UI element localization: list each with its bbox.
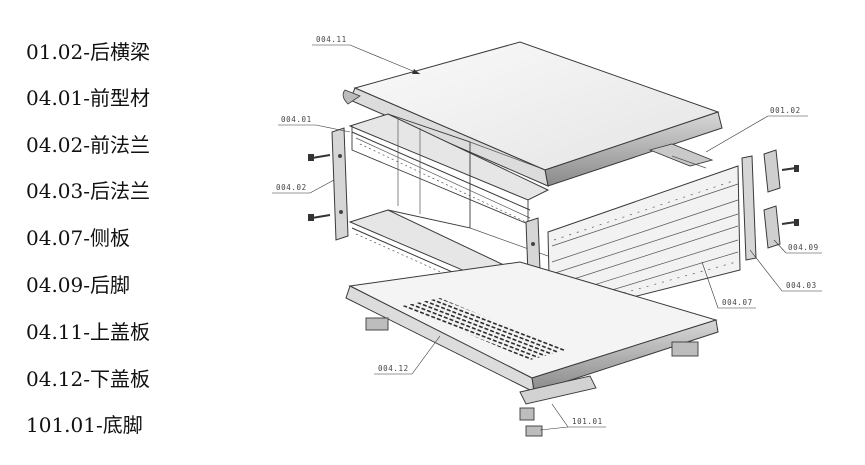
legend-item-side-panel: 04.07-侧板	[26, 226, 131, 250]
legend-item-rear-beam: 01.02-后横梁	[26, 40, 151, 64]
callout-label-bottom-cover: 004.12	[378, 364, 409, 373]
legend-item-front-profile: 04.01-前型材	[26, 86, 151, 110]
parts-legend: 01.02-后横梁 04.01-前型材 04.02-前法兰 04.03-后法兰 …	[26, 0, 256, 465]
callout-front-profile: 004.01	[278, 115, 351, 133]
callout-base-foot: 101.01	[539, 403, 606, 431]
legend-item-bottom-cover: 04.12-下盖板	[26, 367, 151, 391]
callout-rear-flange: 004.03	[749, 249, 822, 292]
front-flange-left	[331, 127, 349, 241]
callout-label-top-cover: 004.11	[316, 35, 347, 44]
legend-item-front-flange: 04.02-前法兰	[26, 133, 151, 157]
legend-item-top-cover: 04.11-上盖板	[26, 320, 151, 344]
rear-flange	[741, 155, 757, 261]
callout-bottom-cover: 004.12	[374, 335, 441, 375]
callout-front-flange: 004.02	[272, 179, 335, 194]
callout-label-rear-foot: 004.09	[788, 243, 819, 252]
bottom-cover	[345, 261, 719, 393]
rear-beam	[648, 143, 714, 169]
callout-label-side-panel: 004.07	[722, 298, 753, 307]
legend-item-rear-flange: 04.03-后法兰	[26, 179, 151, 203]
callout-label-front-profile: 004.01	[281, 115, 312, 124]
callout-label-base-foot: 101.01	[572, 417, 603, 426]
callout-label-rear-flange: 004.03	[786, 281, 817, 290]
callout-top-cover: 004.11	[312, 35, 421, 75]
top-cover	[342, 41, 723, 187]
callout-label-rear-beam: 001.02	[770, 106, 801, 115]
callout-side-panel: 004.07	[701, 261, 756, 309]
legend-item-rear-foot: 04.09-后脚	[26, 273, 131, 297]
callout-label-front-flange: 004.02	[276, 183, 307, 192]
front-profile-top	[348, 113, 550, 225]
rear-feet	[763, 149, 799, 249]
callout-rear-foot: 004.09	[773, 239, 822, 254]
base-feet	[365, 317, 699, 437]
callout-rear-beam: 001.02	[705, 106, 808, 153]
front-screws	[308, 154, 331, 221]
legend-item-base-foot: 101.01-底脚	[26, 413, 143, 437]
